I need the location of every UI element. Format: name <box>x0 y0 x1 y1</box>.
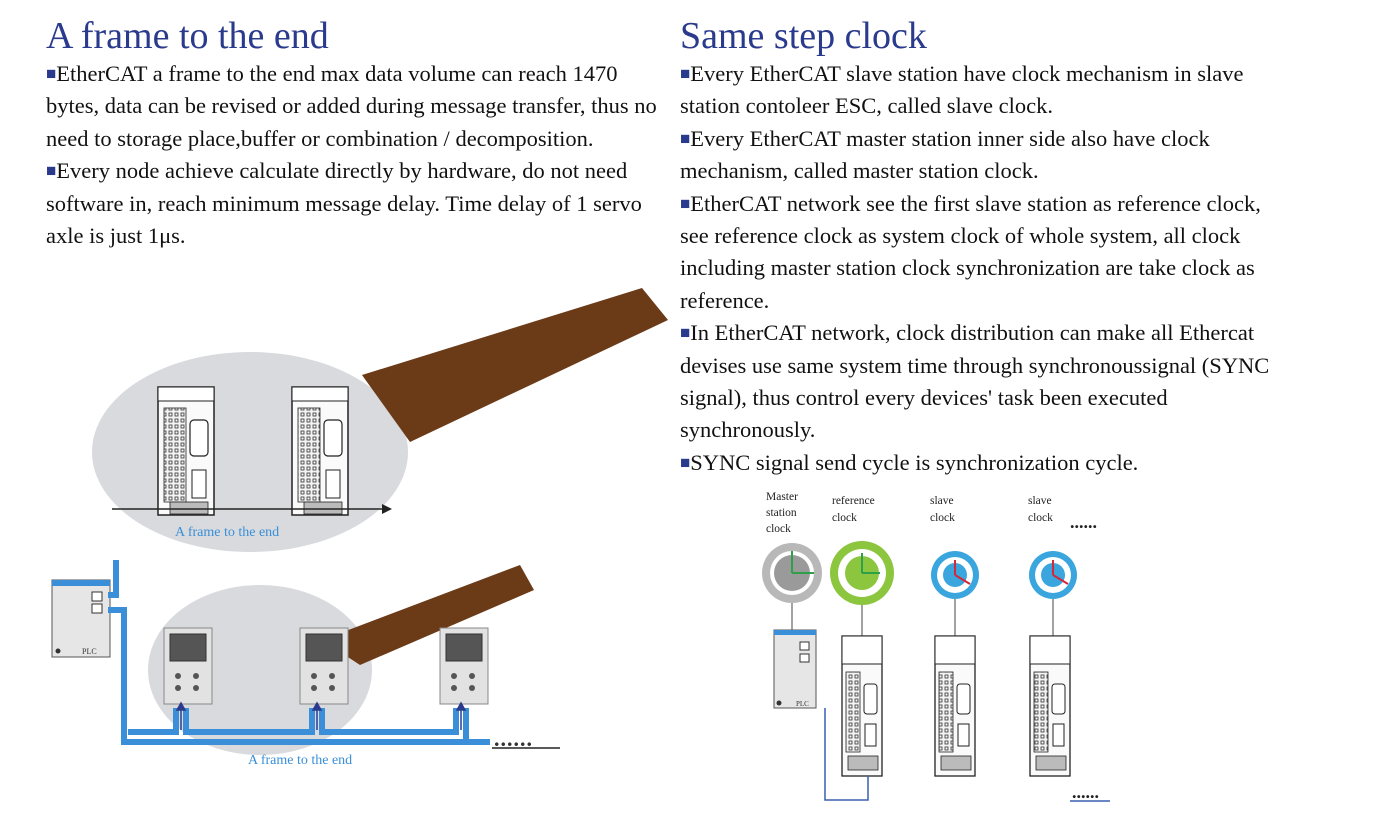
left-text-block: ■EtherCAT a frame to the end max data vo… <box>46 58 671 252</box>
bullet-square-icon: ■ <box>680 323 691 343</box>
right-text-block: ■Every EtherCAT slave station have clock… <box>680 58 1285 479</box>
reference-clock-label: reference <box>832 495 875 507</box>
network-continuation: ...... <box>1072 782 1099 802</box>
bullet-square-icon: ■ <box>46 64 57 83</box>
cable-top <box>362 288 668 442</box>
plc-label: PLC <box>796 700 809 708</box>
hmi-device <box>299 627 349 705</box>
master-clock-icon <box>762 543 822 603</box>
left-paragraph: ■Every node achieve calculate directly b… <box>46 158 642 249</box>
cable-bottom <box>322 565 534 665</box>
signal-arrows <box>175 701 467 730</box>
master-clock-label: station <box>766 507 797 519</box>
plc-label: PLC <box>82 647 97 656</box>
servo-drive <box>934 635 976 777</box>
clock-continuation: ...... <box>1070 512 1097 532</box>
reference-clock-label: clock <box>832 512 857 524</box>
sync-clock-diagram: Master station clock reference clock sla… <box>762 491 1110 802</box>
top-ellipse-caption: A frame to the end <box>175 525 279 540</box>
bullet-square-icon: ■ <box>680 193 691 213</box>
left-heading: A frame to the end <box>46 15 329 57</box>
bottom-ellipse-caption: A frame to the end <box>248 753 352 768</box>
hmi-device <box>439 627 489 705</box>
right-paragraph: ■EtherCAT network see the first slave st… <box>680 190 1261 313</box>
slave-clock-icon <box>931 551 979 599</box>
right-paragraph: ■Every EtherCAT master station inner sid… <box>680 125 1210 184</box>
arrow-head-icon <box>382 504 392 514</box>
slave-clock-label: clock <box>930 512 955 524</box>
slave-clock-label: slave <box>930 495 954 507</box>
bullet-square-icon: ■ <box>680 452 691 472</box>
master-clock-label: Master <box>766 491 798 503</box>
right-heading: Same step clock <box>680 15 927 57</box>
top-zoom-ellipse <box>92 352 408 552</box>
reference-clock-icon <box>830 541 894 605</box>
plc-unit: PLC <box>773 629 817 709</box>
right-paragraph: ■Every EtherCAT slave station have clock… <box>680 61 1244 119</box>
servo-drive <box>157 386 215 516</box>
hmi-device <box>163 627 213 705</box>
servo-drive <box>841 635 883 777</box>
servo-drive <box>291 386 349 516</box>
bus-continuation: ...... <box>494 726 533 751</box>
plc-unit: PLC <box>51 579 111 658</box>
right-paragraph: ■In EtherCAT network, clock distribution… <box>680 320 1270 443</box>
slave-clock-label: slave <box>1028 495 1052 507</box>
slave-clock-label: clock <box>1028 512 1053 524</box>
bullet-square-icon: ■ <box>680 128 691 148</box>
master-clock-label: clock <box>766 523 791 535</box>
ethercat-network-line <box>824 708 869 801</box>
ethercat-bus <box>108 560 490 745</box>
slave-clock-icon <box>1029 551 1077 599</box>
frame-to-end-diagram: A frame to the end PLC <box>51 288 668 768</box>
right-paragraph: ■SYNC signal send cycle is synchronizati… <box>680 449 1139 475</box>
servo-drive <box>1029 635 1071 777</box>
left-paragraph: ■EtherCAT a frame to the end max data vo… <box>46 61 657 151</box>
bullet-square-icon: ■ <box>46 161 57 181</box>
bullet-square-icon: ■ <box>680 64 691 83</box>
